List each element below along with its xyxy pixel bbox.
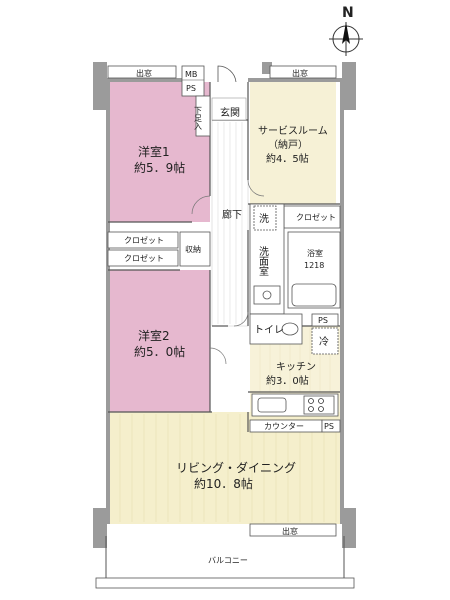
bedroom2-name: 洋室2 xyxy=(138,328,170,343)
bath-size: 1218 xyxy=(304,261,324,270)
bay-window-top-left-label: 出窓 xyxy=(136,68,152,78)
shoe-box xyxy=(195,95,211,137)
closet-service-room-label: クロゼット xyxy=(296,212,336,222)
closet-bedroom2-label: クロゼット xyxy=(124,253,164,263)
fridge-space xyxy=(311,327,339,355)
service-room-name: サービスルーム xyxy=(258,125,328,137)
ps-label-top: PS xyxy=(186,84,196,93)
washing-machine-space xyxy=(253,205,277,231)
kitchen-size: 約3．0帖 xyxy=(266,374,309,387)
bath-label: 浴室 xyxy=(307,248,323,258)
washbasin-icon xyxy=(253,285,281,305)
meter-box xyxy=(181,65,205,97)
entrance-area xyxy=(211,97,247,121)
fridge-label: 冷 xyxy=(319,335,329,348)
washer-label: 洗 xyxy=(259,213,269,225)
toilet-label: トイレ xyxy=(254,325,284,336)
entrance-label: 玄関 xyxy=(220,106,240,119)
closet-bedroom2 xyxy=(107,249,179,267)
toilet-area xyxy=(249,313,303,345)
closet-bedroom1-label: クロゼット xyxy=(124,235,164,245)
service-room-area xyxy=(250,82,336,204)
bay-window-top-right-label: 出窓 xyxy=(292,68,308,78)
bedroom1-area xyxy=(108,82,210,222)
mb-label: MB xyxy=(185,70,197,79)
ps-label-mid: PS xyxy=(318,316,328,325)
bath-area xyxy=(287,231,341,309)
bay-window-bottom-label: 出窓 xyxy=(282,526,298,536)
bedroom1-size: 約5．9帖 xyxy=(134,160,185,175)
corridor-storage xyxy=(179,231,211,267)
kitchen-name: キッチン xyxy=(276,361,316,373)
stove-icon xyxy=(303,395,335,415)
ps-shaft-mid xyxy=(311,313,339,327)
service-room-sub: （納戸） xyxy=(268,138,308,151)
washroom-label: 洗面室 xyxy=(257,246,269,276)
living-size: 約10．8帖 xyxy=(194,476,253,491)
service-room-size: 約4．5帖 xyxy=(266,152,309,165)
bedroom2-size: 約5．0帖 xyxy=(134,344,185,359)
living-floor-pattern xyxy=(119,414,337,522)
exterior-walls xyxy=(93,62,356,548)
balcony-area xyxy=(95,536,355,589)
ps-shaft-bottom xyxy=(321,419,341,433)
living-name: リビング・ダイニング xyxy=(176,460,296,475)
door-swings xyxy=(191,179,265,365)
ps-label-bottom: PS xyxy=(324,422,334,431)
corridor-label: 廊下 xyxy=(222,208,242,221)
corridor-storage-label: 収納 xyxy=(185,244,201,254)
bay-window-top-left xyxy=(107,65,177,79)
bay-window-bottom xyxy=(249,523,337,537)
closet-bedroom1 xyxy=(107,231,179,249)
balcony-label: バルコニー xyxy=(208,556,248,565)
north-arrow-icon xyxy=(329,22,363,56)
north-letter: N xyxy=(342,5,354,21)
corridor-floor-pattern xyxy=(217,122,243,324)
counter-label: カウンター xyxy=(264,422,304,431)
bedroom1-name: 洋室1 xyxy=(138,144,170,159)
bedroom2-area xyxy=(108,270,210,412)
bay-window-top-right xyxy=(269,65,337,79)
entrance-door xyxy=(217,65,237,83)
shoe-box-label: 下足入 xyxy=(194,106,203,130)
